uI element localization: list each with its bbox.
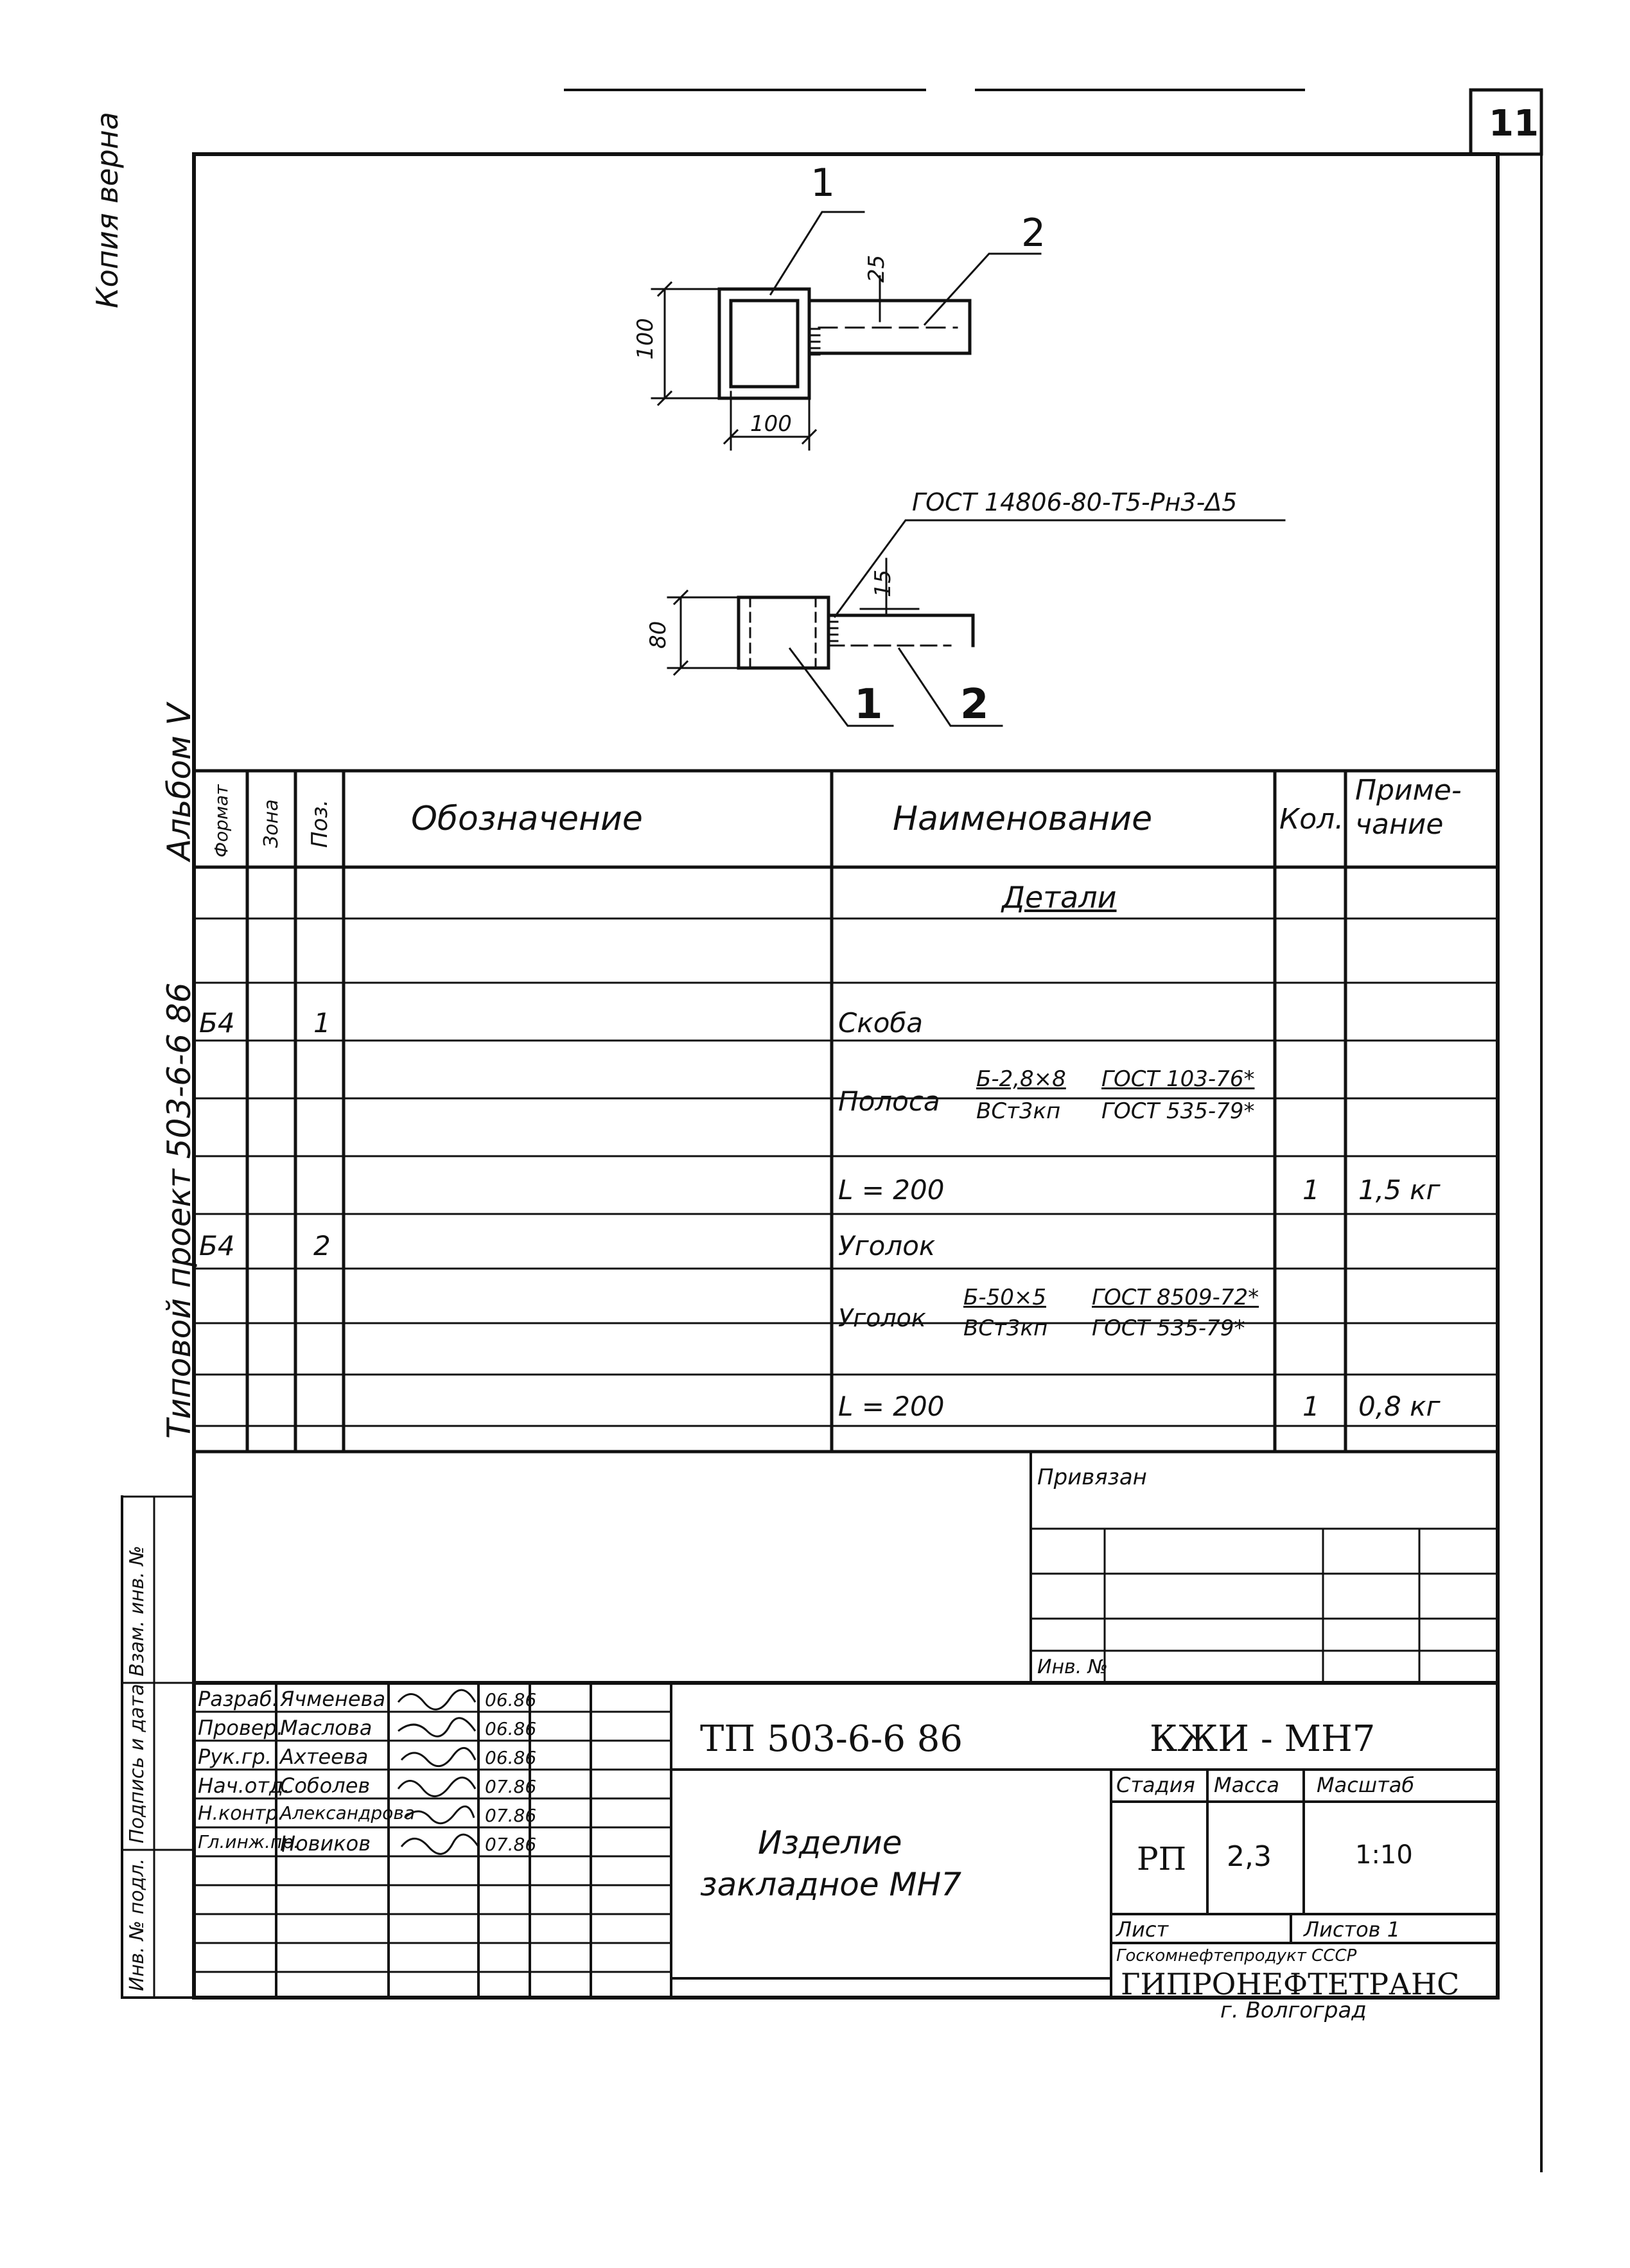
doc-code: КЖИ - МН7: [1150, 1718, 1376, 1760]
row5-frac-top: Б-50×5: [963, 1285, 1046, 1310]
name-5: Новиков: [280, 1831, 371, 1856]
header-note-2: чание: [1355, 808, 1444, 841]
row4-format: Б4: [199, 1230, 235, 1261]
sheets-label: Листов 1: [1304, 1917, 1401, 1942]
role-2: Рук.гр.: [198, 1745, 272, 1769]
item-title-2: закладное МН7: [700, 1866, 962, 1903]
name-2: Ахтеева: [280, 1745, 369, 1769]
row4-name: Уголок: [838, 1230, 936, 1261]
row2-frac-bottom: ВСт3кп: [976, 1098, 1061, 1124]
row2-frac-top: Б-2,8×8: [976, 1066, 1066, 1092]
row6-note: 0,8 кг: [1358, 1391, 1441, 1422]
linked-title: Привязан: [1037, 1464, 1147, 1490]
row5-std-top: ГОСТ 8509-72*: [1092, 1285, 1259, 1310]
dim-100-horizontal: 100: [750, 411, 792, 437]
weld-note: ГОСТ 14806-80-Т5-Рн3-Δ5: [912, 488, 1238, 516]
row1-pos: 1: [313, 1007, 331, 1039]
row5-name: Уголок: [838, 1304, 926, 1332]
date-2: 06.86: [485, 1747, 537, 1768]
stage-header: Стадия: [1116, 1773, 1195, 1797]
date-1: 06.86: [485, 1718, 537, 1739]
role-5: Гл.инж.пр.: [198, 1831, 300, 1852]
name-4: Александрова: [280, 1802, 415, 1824]
row3-qty: 1: [1302, 1174, 1320, 1206]
scale-value: 1:10: [1355, 1840, 1413, 1870]
callout-1-bottom: 1: [854, 681, 883, 728]
name-1: Маслова: [280, 1716, 372, 1740]
mass-value: 2,3: [1227, 1840, 1272, 1873]
section-title: Детали: [1002, 880, 1117, 915]
role-4: Н.контр.: [198, 1802, 285, 1825]
mass-header: Масса: [1214, 1773, 1280, 1797]
header-designation: Обозначение: [411, 800, 643, 838]
role-3: Нач.отд.: [198, 1773, 290, 1798]
row2-std-top: ГОСТ 103-76*: [1101, 1066, 1255, 1092]
item-title-1: Изделие: [758, 1824, 902, 1861]
row3-name: L = 200: [838, 1174, 945, 1206]
org-line-1: Госкомнефтепродукт СССР: [1116, 1946, 1357, 1965]
date-4: 07.86: [485, 1805, 537, 1826]
row5-std-bottom: ГОСТ 535-79*: [1092, 1315, 1245, 1341]
date-0: 06.86: [485, 1689, 537, 1710]
scale-header: Масштаб: [1317, 1773, 1415, 1797]
role-0: Разраб.: [198, 1687, 279, 1711]
role-1: Провер.: [198, 1716, 283, 1740]
row6-qty: 1: [1302, 1391, 1320, 1422]
row2-name: Полоса: [838, 1086, 940, 1117]
name-3: Соболев: [280, 1773, 371, 1798]
name-0: Ячменева: [280, 1687, 386, 1711]
sheet-label: Лист: [1116, 1917, 1169, 1942]
header-name: Наименование: [893, 800, 1153, 838]
row2-std-bottom: ГОСТ 535-79*: [1101, 1098, 1255, 1124]
date-3: 07.86: [485, 1776, 537, 1797]
row1-format: Б4: [199, 1007, 235, 1039]
header-note-1: Приме-: [1355, 774, 1462, 807]
linked-footer: Инв. №: [1037, 1656, 1109, 1678]
project-code: ТП 503-6-6 86: [700, 1718, 963, 1760]
stage-value: РП: [1137, 1840, 1187, 1877]
row3-note: 1,5 кг: [1358, 1174, 1441, 1206]
callout-2-top: 2: [1021, 211, 1046, 256]
org-line-2: ГИПРОНЕФТЕТРАНС: [1121, 1967, 1460, 2001]
row4-pos: 2: [313, 1230, 331, 1261]
date-5: 07.86: [485, 1834, 537, 1855]
row6-name: L = 200: [838, 1391, 945, 1422]
callout-1-top: 1: [811, 161, 836, 206]
header-qty: Кол.: [1279, 803, 1344, 836]
sheet-number: 11: [1489, 103, 1539, 145]
row1-name: Скоба: [838, 1007, 924, 1039]
callout-2-bottom: 2: [960, 681, 989, 728]
row5-frac-bottom: ВСт3кп: [963, 1315, 1048, 1341]
org-line-3: г. Волгоград: [1220, 1998, 1367, 2023]
